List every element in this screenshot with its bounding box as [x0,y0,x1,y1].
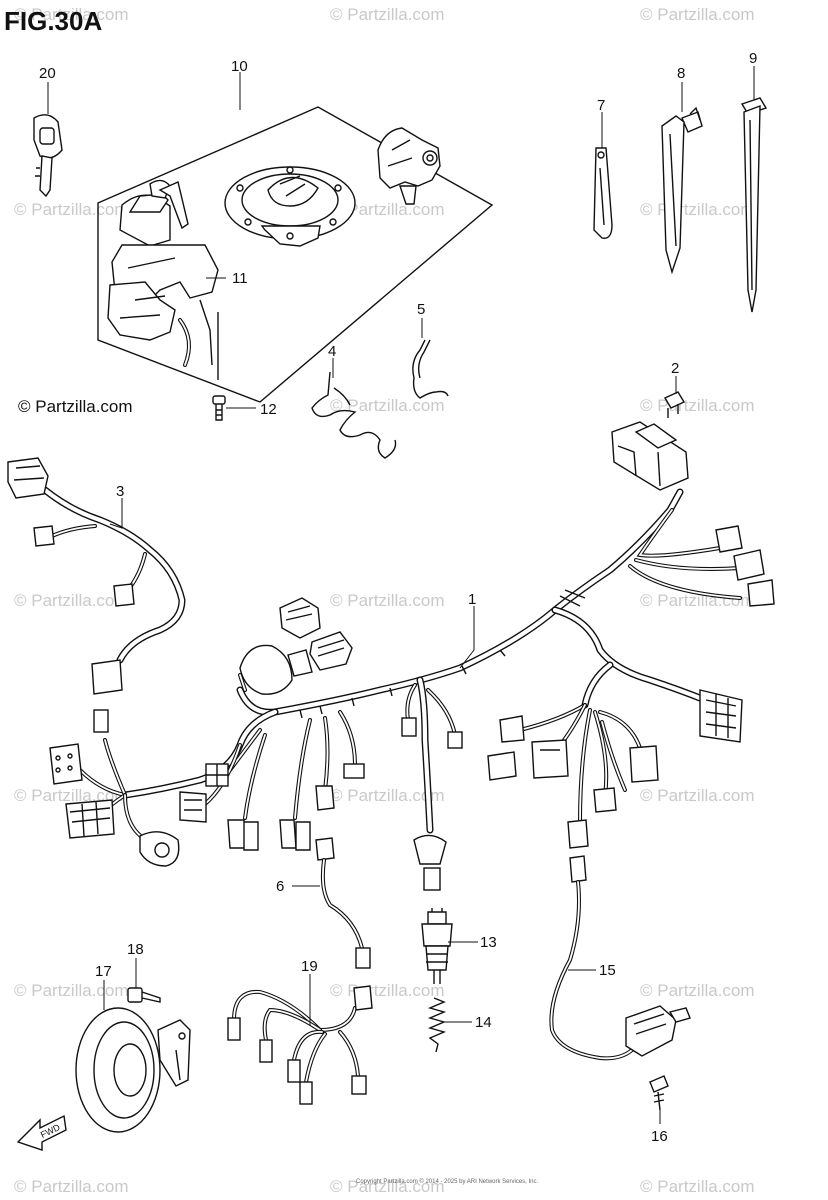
watermark: © Partzilla.com [330,396,445,415]
watermark: © Partzilla.com [330,1177,445,1196]
sub-harness-3 [7,457,186,695]
watermark: © Partzilla.com [14,981,129,1000]
callout-9: 9 [749,50,757,67]
callout-12: 12 [260,401,277,418]
callout-2: 2 [671,360,679,377]
callout-18: 18 [127,941,144,958]
ignition-switch [107,179,219,380]
fuel-cap [224,166,356,247]
callout-7: 7 [597,97,605,114]
fwd-arrow: FWD [16,1114,67,1151]
watermark: © Partzilla.com [330,591,445,610]
callout-14: 14 [475,1014,492,1031]
callout-17: 17 [95,963,112,980]
copyright-label: © Partzilla.com [18,397,133,416]
fine-print: Copyright Partzilla.com © 2014 - 2025 by… [356,1178,538,1185]
callout-5: 5 [417,301,425,318]
harness-connectors [49,525,775,891]
seat-lock [377,127,441,205]
spring [427,997,447,1053]
watermark: © Partzilla.com [14,1177,129,1196]
figure-title: FIG.30A [4,6,102,36]
callout-11: 11 [232,270,248,287]
leader-lines [47,66,755,1124]
callouts: 1 2 3 4 5 6 7 8 9 10 11 12 13 14 15 16 1… [39,50,757,1145]
callout-19: 19 [301,958,318,975]
watermark: © Partzilla.com [330,981,445,1000]
watermark: © Partzilla.com [330,200,445,219]
watermark: © Partzilla.com [330,786,445,805]
watermark: © Partzilla.com [14,591,129,610]
clamp-5 [412,339,449,399]
watermark: © Partzilla.com [14,786,129,805]
bolt-18 [127,987,161,1003]
fuse-box [611,421,689,491]
cable-tie-9 [740,97,768,313]
watermark: © Partzilla.com [640,786,755,805]
clamp-band-7 [593,147,613,239]
callout-1: 1 [468,591,476,608]
callout-13: 13 [480,934,497,951]
wire-15 [549,855,691,1111]
watermark: © Partzilla.com [640,396,755,415]
fuse [663,391,686,418]
watermark: © Partzilla.com [14,200,129,219]
callout-3: 3 [116,483,124,500]
watermark: © Partzilla.com [640,1177,755,1196]
watermark: © Partzilla.com [640,981,755,1000]
stop-switch [421,908,453,984]
callout-10: 10 [231,58,248,75]
screw-12 [212,395,226,421]
clamp-4 [311,371,397,459]
watermark: © Partzilla.com [640,5,755,24]
callout-15: 15 [599,962,616,979]
lock-set-box [97,106,494,403]
callout-4: 4 [328,343,336,360]
callout-6: 6 [276,878,284,895]
watermark: © Partzilla.com [330,5,445,24]
callout-20: 20 [39,65,56,82]
wire-harness-19 [227,985,373,1105]
callout-8: 8 [677,65,685,82]
watermark: © Partzilla.com [640,200,755,219]
key [33,114,63,198]
cable-tie-8 [661,106,703,275]
callout-16: 16 [651,1128,668,1145]
horn [75,1007,191,1133]
wire-6 [315,837,371,969]
watermark: © Partzilla.com [14,5,129,24]
